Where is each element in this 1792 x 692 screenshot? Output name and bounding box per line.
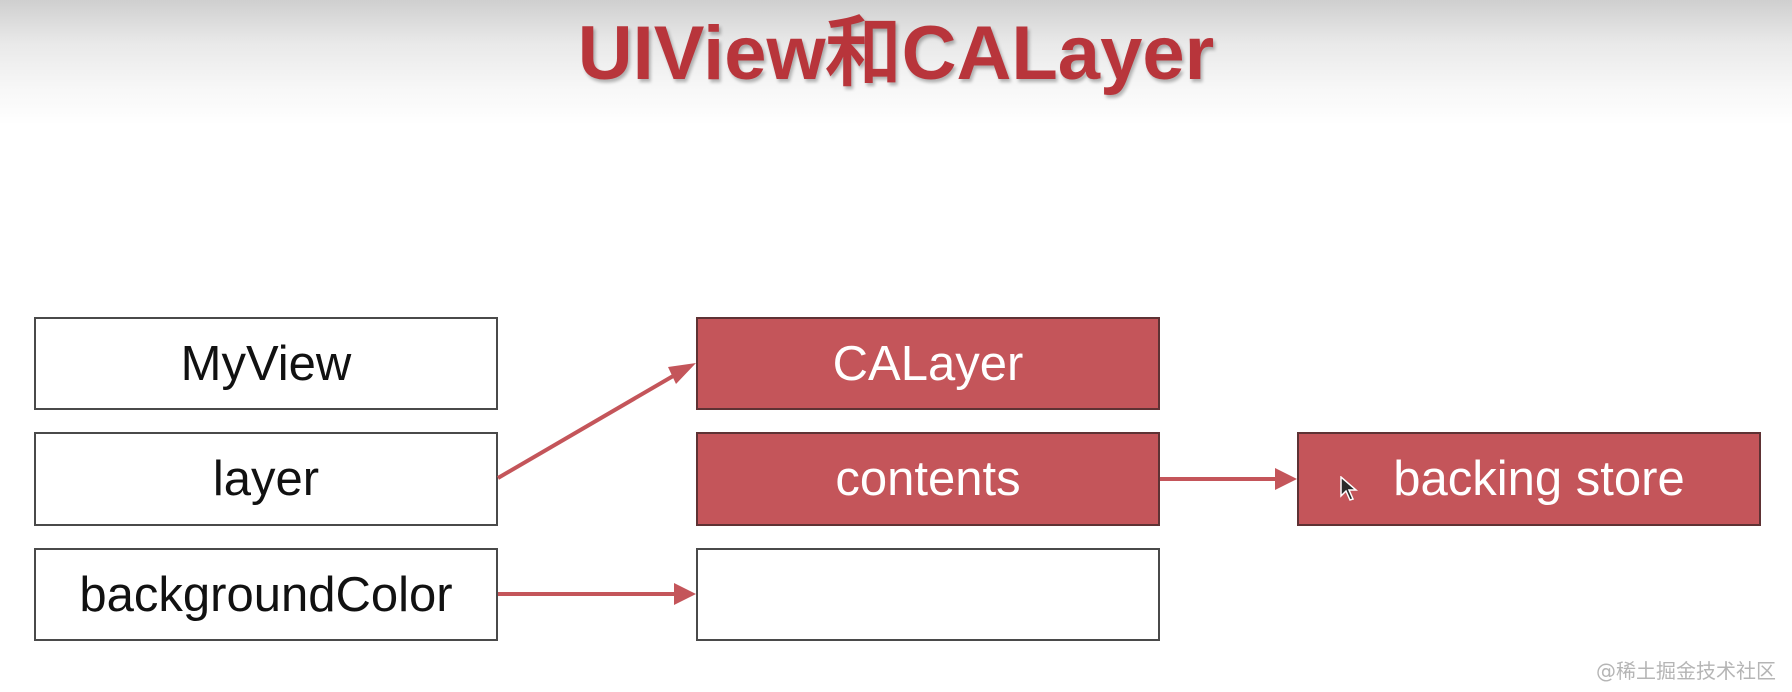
layer-to-calayer-arrow (496, 370, 682, 480)
empty-box (696, 548, 1160, 641)
layer-to-calayer-arrowhead (668, 363, 696, 384)
contents-to-backing-store-arrowhead (1275, 468, 1297, 490)
mouse-pointer-icon (1340, 476, 1358, 501)
background-color-box: backgroundColor (34, 548, 498, 641)
contents-box: contents (696, 432, 1160, 526)
backing-store-box: backing store (1297, 432, 1761, 526)
layer-box: layer (34, 432, 498, 526)
watermark: @稀土掘金技术社区 (1596, 659, 1776, 683)
slide-title: UIView和CALayer (577, 11, 1215, 96)
myview-box: MyView (34, 317, 498, 410)
title-band (0, 0, 1792, 125)
background-to-empty-arrowhead (674, 583, 696, 605)
calayer-box: CALayer (696, 317, 1160, 410)
